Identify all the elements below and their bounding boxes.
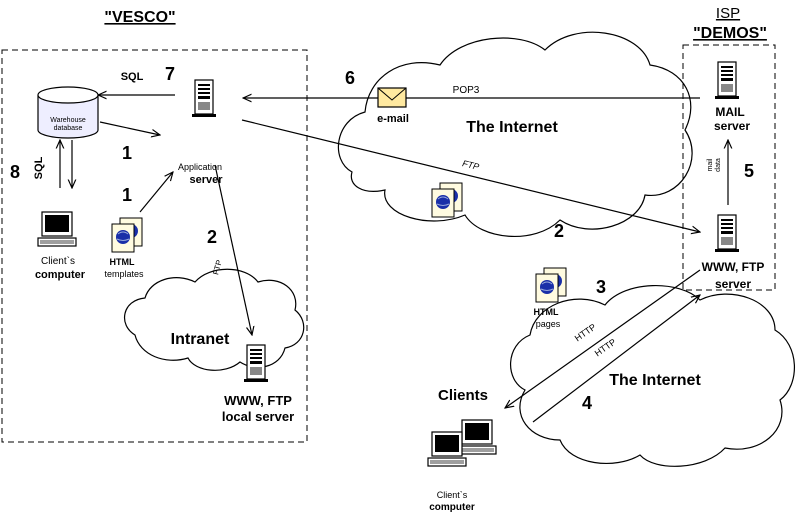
html-pages-label-2: pages — [536, 319, 561, 329]
client-computer-icon — [37, 211, 77, 247]
arrow-templates-to-app — [139, 172, 173, 213]
sql-top-label: SQL — [121, 71, 144, 83]
app-server-label-1: Application — [178, 162, 222, 172]
step-8: 8 — [10, 162, 20, 182]
internet-cloud-bottom — [510, 284, 795, 467]
local-server-icon — [243, 344, 269, 383]
app-server-label-2: server — [189, 174, 223, 186]
www-server-label-1: WWW, FTP — [702, 260, 765, 274]
step-4: 4 — [582, 393, 592, 413]
internet-bottom-label: The Internet — [609, 372, 701, 389]
demos-title: "DEMOS" — [693, 25, 767, 42]
mail-server-icon — [714, 61, 740, 100]
step-5: 5 — [744, 161, 754, 181]
www-server-label-2: server — [715, 277, 751, 291]
arrow-ftp-local — [214, 164, 252, 335]
www-ftp-server-icon — [714, 214, 740, 253]
internet-cloud-top — [337, 31, 693, 238]
internet-top-label: The Internet — [466, 119, 558, 136]
html-templates-icon — [111, 217, 143, 253]
ftp-local-label: FTP — [211, 259, 224, 276]
step-1a: 1 — [122, 143, 132, 163]
warehouse-database-icon — [37, 86, 99, 139]
html-pages-label-1: HTML — [534, 307, 559, 317]
clients-label: Clients — [438, 387, 488, 404]
client-left-label-2: computer — [35, 269, 86, 281]
email-label: e-mail — [377, 113, 409, 125]
application-server-icon — [191, 79, 217, 118]
arrow-http-1 — [505, 269, 701, 408]
isp-boundary — [682, 44, 776, 291]
warehouse-label-2: database — [54, 125, 83, 132]
step-2a: 2 — [207, 227, 217, 247]
step-6: 6 — [345, 68, 355, 88]
html-templates-label-2: templates — [104, 269, 144, 279]
arrow-ftp-top — [241, 119, 700, 232]
client-left-label-1: Client`s — [41, 255, 75, 267]
step-7: 7 — [165, 64, 175, 84]
pop3-label: POP3 — [453, 85, 480, 96]
client-bottom-label-1: Client`s — [437, 490, 468, 500]
html-pages-icon — [535, 267, 567, 303]
vesco-title: "VESCO" — [104, 9, 175, 26]
arrow-http-2 — [532, 295, 700, 423]
arrow-db-to-app — [99, 121, 160, 135]
mail-data-label-2: data — [715, 158, 722, 172]
vesco-boundary — [1, 49, 308, 443]
ftp-top-label: FTP — [461, 158, 480, 172]
mail-data-label-1: mail — [707, 158, 714, 171]
step-2b: 2 — [554, 221, 564, 241]
local-server-label-1: WWW, FTP — [224, 393, 292, 408]
client-computer-bottom-icon — [427, 419, 497, 467]
warehouse-label-1: Warehouse — [50, 117, 86, 124]
email-envelope-icon — [377, 87, 407, 108]
intranet-cloud — [124, 268, 305, 371]
mail-server-label-1: MAIL — [715, 105, 744, 119]
step-3: 3 — [596, 277, 606, 297]
client-bottom-label-2: computer — [429, 502, 475, 513]
local-server-label-2: local server — [222, 409, 294, 424]
mail-server-label-2: server — [714, 119, 750, 133]
step-1b: 1 — [122, 185, 132, 205]
html-templates-label-1: HTML — [110, 257, 135, 267]
sql-left-label: SQL — [33, 156, 45, 179]
isp-label: ISP — [716, 5, 740, 22]
intranet-label: Intranet — [171, 331, 230, 348]
